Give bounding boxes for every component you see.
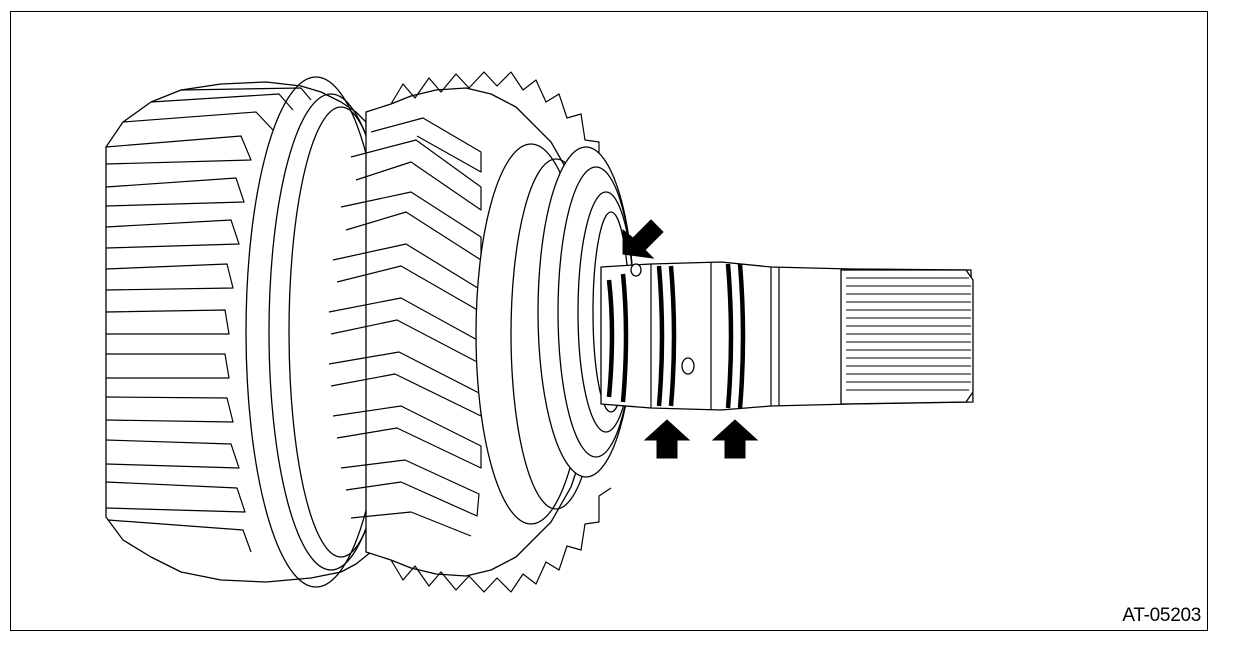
figure-id-label: AT-05203 [1122, 605, 1201, 626]
seal-ring [606, 263, 746, 409]
technical-drawing [105, 71, 974, 593]
drum-gear-assembly [105, 76, 394, 588]
arrow-seal-ring-3 [711, 419, 759, 459]
helical-gear [328, 71, 612, 593]
arrow-seal-ring-1 [622, 219, 664, 259]
arrow-seal-ring-2 [643, 419, 691, 459]
figure-frame: AT-05203 [10, 11, 1208, 631]
splined-end [840, 269, 974, 405]
